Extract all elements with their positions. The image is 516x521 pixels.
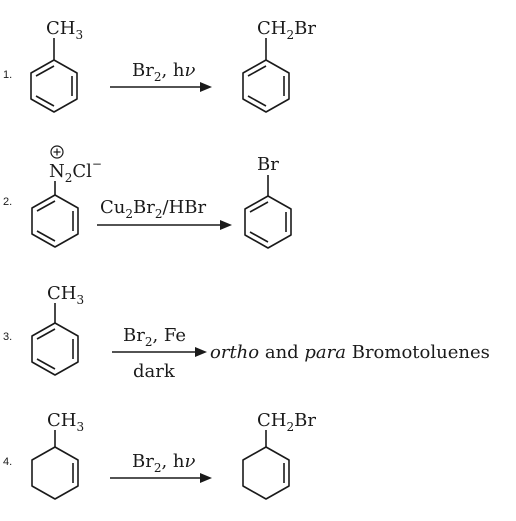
positive-charge-icon [50, 145, 64, 159]
bromomethyl-label: CH2Br [257, 410, 316, 434]
methyl-label: CH3 [46, 18, 83, 42]
condition-label: dark [133, 361, 176, 382]
methyl-label: CH3 [47, 410, 84, 434]
reaction-number: 3. [3, 331, 12, 343]
diazonium-label: N2Cl− [49, 157, 102, 185]
reagent-label: Br2, Fe [123, 325, 186, 349]
reaction-4: 4. CH3 Br2, hν CH2Br [3, 410, 316, 500]
reaction-arrow [112, 347, 207, 357]
product-label: ortho and para Bromotoluenes [210, 342, 490, 363]
reaction-number: 2. [3, 196, 12, 208]
bromo-label: Br [257, 154, 279, 175]
reaction-number: 4. [3, 456, 12, 468]
cyclohexene-ring [31, 430, 79, 500]
reagent-label: Cu2Br2/HBr [100, 197, 206, 221]
bromomethyl-label: CH2Br [257, 18, 316, 42]
reaction-2: 2. N2Cl− Cu2Br2/HBr Br [3, 145, 292, 249]
reaction-3: 3. CH3 Br2, Fe dark ortho and para Bromo… [3, 283, 490, 382]
benzene-ring [244, 175, 292, 249]
benzene-ring [242, 38, 290, 113]
methyl-label: CH3 [47, 283, 84, 307]
reaction-1: 1. CH3 Br2, hν CH2Br [3, 18, 316, 113]
reaction-arrow [110, 473, 212, 483]
reaction-arrow [97, 220, 232, 230]
cyclohexene-ring [242, 430, 290, 500]
reagent-label: Br2, hν [132, 451, 196, 475]
benzene-ring [30, 38, 78, 113]
benzene-ring [31, 303, 79, 376]
benzene-ring [31, 181, 79, 248]
reaction-arrow [110, 82, 212, 92]
reaction-number: 1. [3, 69, 12, 81]
reagent-label: Br2, hν [132, 60, 196, 84]
